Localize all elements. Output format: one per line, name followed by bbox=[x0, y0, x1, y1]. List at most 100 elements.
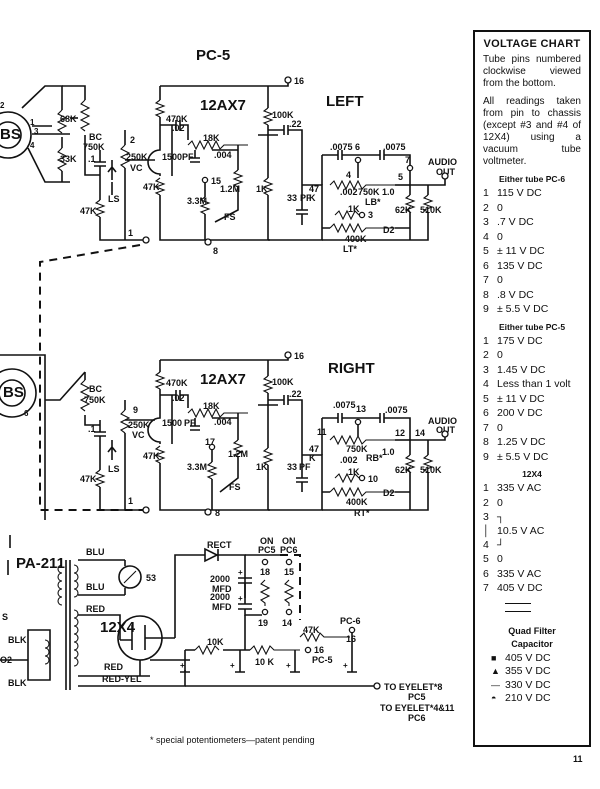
voltage-chart-panel: VOLTAGE CHART Tube pins numbered clockwi… bbox=[473, 30, 591, 747]
voltage-value: 335 V AC bbox=[497, 482, 542, 494]
svg-text:+: + bbox=[230, 661, 235, 670]
pf-label-bottom: PF bbox=[184, 418, 196, 428]
pin-number: 1 bbox=[483, 334, 489, 347]
svg-text:+: + bbox=[343, 661, 348, 670]
blk1-label: BLK bbox=[8, 635, 27, 645]
on1-label: ON bbox=[260, 536, 274, 546]
pc5-on-label: PC5 bbox=[258, 545, 276, 555]
svg-text:4: 4 bbox=[30, 141, 35, 150]
pin-8-top: 8 bbox=[213, 246, 218, 256]
x4-pin4-row: 4┘ bbox=[483, 539, 505, 551]
r-33m-bottom: 3.3M bbox=[187, 462, 207, 472]
pin-5-top: 5 bbox=[398, 172, 403, 182]
voltage-value: 0 bbox=[497, 274, 503, 286]
rect-label: RECT bbox=[207, 540, 232, 550]
c-02-bottom: .02 bbox=[172, 393, 185, 403]
pin-number: 7 bbox=[483, 274, 489, 286]
pc5-heading: Either tube PC-5 bbox=[498, 321, 566, 332]
c-0075b-bottom: .0075 bbox=[385, 405, 408, 415]
quad-filter-row: ◓210 V DC bbox=[483, 692, 581, 706]
vc-label-bottom: VC bbox=[132, 430, 145, 440]
voltage-value: 0 bbox=[497, 421, 503, 434]
r-47-top: 47 bbox=[309, 184, 319, 194]
vc-250k-bottom: 250K bbox=[128, 420, 150, 430]
quad-symbol-icon: ▲ bbox=[491, 666, 500, 676]
chart-rule-2 bbox=[505, 610, 531, 612]
lt-label-top: LT* bbox=[343, 244, 357, 254]
pin-1-bottom: 1 bbox=[128, 496, 133, 506]
pin-9-bottom: 9 bbox=[133, 405, 138, 415]
pin-number: 9 bbox=[483, 303, 489, 315]
r-750k-top: 750K bbox=[358, 187, 380, 197]
pc6-voltage-row: 6 135 V DC bbox=[483, 259, 581, 274]
pin-14-bottom: 14 bbox=[415, 428, 425, 438]
ls-label-top: LS bbox=[108, 194, 120, 204]
s-label: S bbox=[2, 612, 8, 622]
pin-10-bottom: 10 bbox=[368, 474, 378, 484]
pin-17-bottom: 17 bbox=[205, 437, 215, 447]
r-470k-top: 470K bbox=[166, 114, 188, 124]
c-004-top: .004 bbox=[214, 150, 232, 160]
quad-voltage-value: 355 V DC bbox=[505, 665, 551, 677]
svg-text:+: + bbox=[238, 594, 243, 603]
tube-12ax7-top: 12AX7 bbox=[200, 97, 246, 114]
pin-3-top: 3 bbox=[368, 210, 373, 220]
voltage-value: 200 V DC bbox=[497, 407, 543, 419]
x4-split-value: 10.5 V AC bbox=[497, 525, 545, 537]
pc6-voltage-row: 8.8 V DC bbox=[483, 288, 581, 303]
pin-number: 1 bbox=[483, 482, 489, 494]
x4-split-row: │10.5 V AC bbox=[483, 525, 545, 537]
voltage-value: 115 V DC bbox=[497, 187, 542, 199]
audio-label-top: AUDIO bbox=[428, 157, 457, 167]
r-1k2-bottom: 1K bbox=[348, 467, 360, 477]
fs-label-bottom: FS bbox=[229, 482, 241, 492]
quad-filter-list: ■405 V DC▲355 V DC—330 V DC◓210 V DC bbox=[483, 652, 581, 706]
r-47k-bottom: 47K bbox=[143, 451, 160, 461]
pc-6-power-label: PC-6 bbox=[340, 616, 361, 626]
voltage-value: 135 V DC bbox=[497, 259, 543, 272]
pin-number: 6 bbox=[483, 259, 489, 272]
pin-number: 2 bbox=[483, 496, 489, 509]
voltage-value: 0 bbox=[497, 230, 503, 243]
r-1k-top: 1K bbox=[256, 184, 268, 194]
pin-15-power-label: 15 bbox=[284, 567, 294, 577]
pin-number: 3 bbox=[483, 363, 489, 376]
r-750k-bottom: 750K bbox=[346, 444, 368, 454]
pf-label-top: PF bbox=[182, 152, 194, 162]
quad-filter-row: ■405 V DC bbox=[483, 652, 581, 666]
red2-label: RED bbox=[104, 662, 124, 672]
quad-voltage-value: 210 V DC bbox=[505, 692, 551, 704]
pc6-on-label: PC6 bbox=[280, 545, 298, 555]
pc5-voltage-row: 5± 11 V DC bbox=[483, 392, 581, 407]
lb-label-top: LB* bbox=[365, 197, 381, 207]
on2-label: ON bbox=[282, 536, 296, 546]
r-12m-top: 1.2M bbox=[220, 184, 240, 194]
svg-text:+: + bbox=[180, 661, 185, 670]
pin-13-bottom: 13 bbox=[356, 404, 366, 414]
x4-heading: 12X4 bbox=[522, 469, 542, 479]
bs-label-bottom: BS bbox=[3, 384, 24, 401]
pin-4-top: 4 bbox=[346, 170, 351, 180]
rt-label-bottom: RT* bbox=[354, 508, 370, 518]
pin-53-label: 53 bbox=[146, 573, 156, 583]
pc5-voltage-row: 9± 5.5 V DC bbox=[483, 450, 581, 465]
pc6-voltage-row: 3.7 V DC bbox=[483, 215, 581, 230]
chart-rule bbox=[505, 602, 531, 604]
pin-number: 4 bbox=[483, 230, 489, 243]
r-1k-bottom: 1K bbox=[256, 462, 268, 472]
blu2-label: BLU bbox=[86, 582, 105, 592]
r-400k-top: 400K bbox=[345, 234, 367, 244]
pin-6-bs-bottom: 6 bbox=[24, 409, 29, 418]
pin-number: 7 bbox=[483, 582, 489, 594]
red-label: RED bbox=[86, 604, 106, 614]
bc-750k-top: 750K bbox=[83, 142, 105, 152]
quad-voltage-value: 330 V DC bbox=[505, 678, 551, 691]
